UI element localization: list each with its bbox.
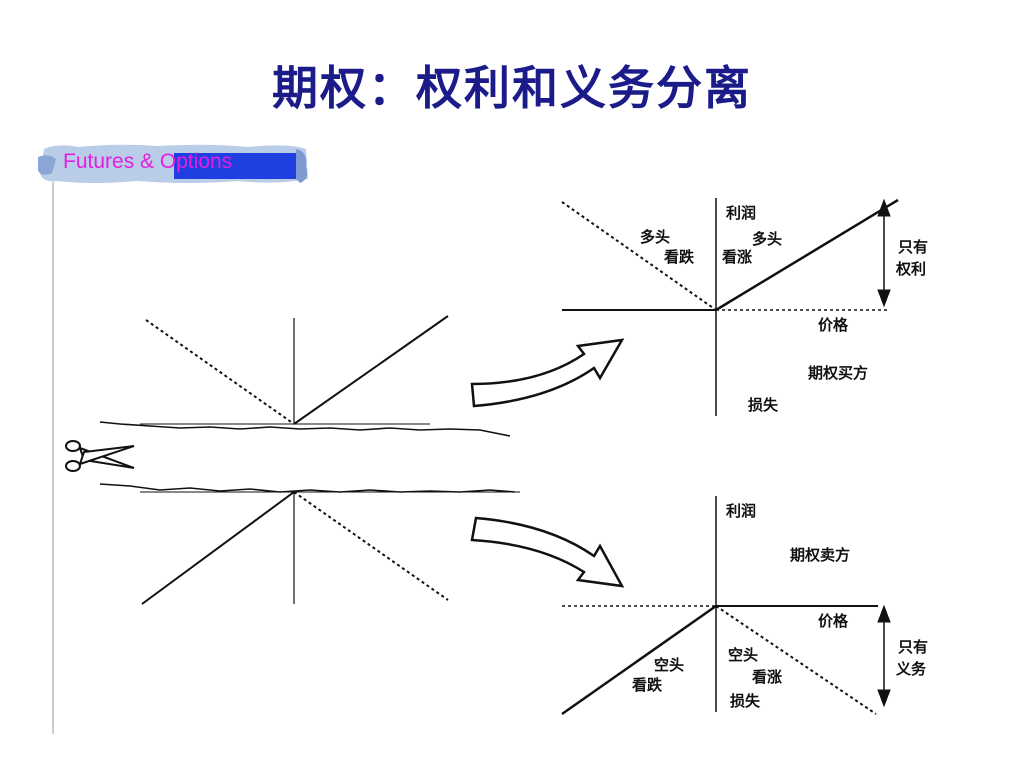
buyer-profit-label: 利润 <box>726 204 757 222</box>
futures-options-banner <box>38 144 308 183</box>
seller-profit-label: 利润 <box>726 502 757 520</box>
buyer-long-call-label-2: 看涨 <box>722 248 753 266</box>
buyer-long-put-label-2: 看跌 <box>664 248 695 266</box>
buyer-long-put-label-1: 多头 <box>640 228 671 246</box>
buyer-price-label: 价格 <box>818 316 849 334</box>
seller-price-label: 价格 <box>818 612 849 630</box>
banner-label: Futures & Options <box>63 150 233 173</box>
seller-obligations-label-2: 义务 <box>896 660 927 678</box>
scissors-icon <box>65 440 135 472</box>
seller-obligations-label-1: 只有 <box>898 638 929 656</box>
torn-edge-bottom <box>99 483 516 493</box>
seller-short-put-label-2: 看跌 <box>632 676 663 694</box>
arrow-to-buyer <box>470 338 625 408</box>
seller-short-call-label-2: 看涨 <box>752 668 783 686</box>
buyer-rights-label-2: 权利 <box>896 260 927 278</box>
buyer-role-label: 期权买方 <box>808 364 869 382</box>
seller-short-call-label-1: 空头 <box>728 646 759 664</box>
seller-loss-label: 损失 <box>730 692 761 710</box>
buyer-payoff-chart <box>561 198 899 416</box>
seller-role-label: 期权卖方 <box>790 546 851 564</box>
slide-title: 期权：权利和义务分离 <box>272 61 752 115</box>
content-frame-edge <box>52 182 54 734</box>
buyer-loss-label: 损失 <box>748 396 779 414</box>
combined-payoff-lower <box>140 491 520 605</box>
buyer-long-call-label-1: 多头 <box>752 230 783 248</box>
combined-payoff-upper <box>140 315 449 425</box>
seller-short-put-label-1: 空头 <box>654 656 685 674</box>
arrow-to-seller <box>470 516 625 588</box>
buyer-rights-label-1: 只有 <box>898 238 929 256</box>
torn-edge-top <box>99 421 511 437</box>
seller-payoff-chart <box>561 496 891 716</box>
